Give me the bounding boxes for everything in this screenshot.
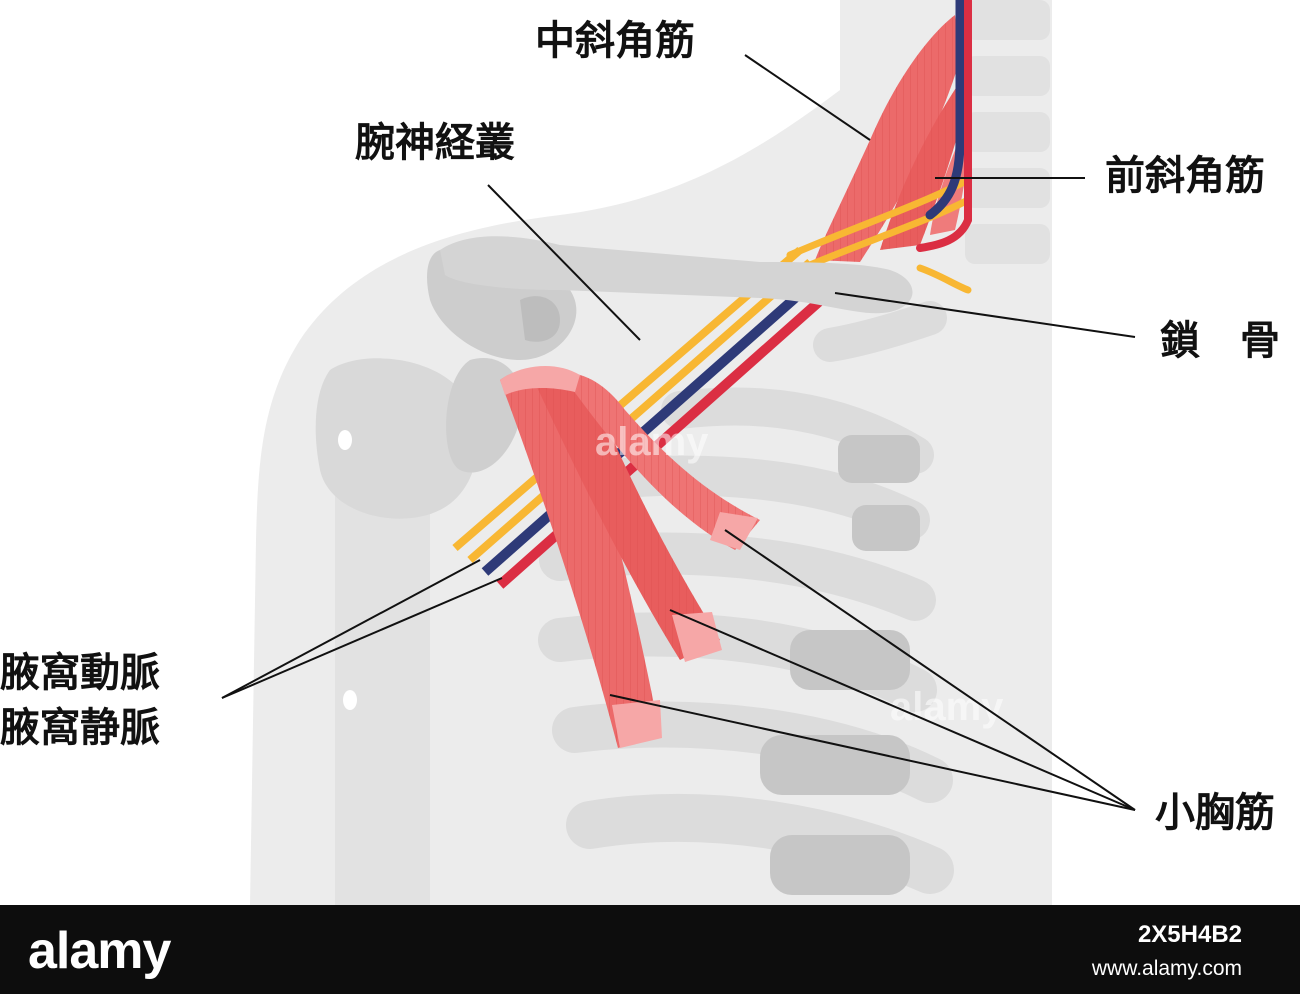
label-axillary-artery: 腋窩動脈 [0,650,160,696]
label-axillary-vein: 腋窩静脈 [0,705,160,751]
label-clavicle: 鎖 骨 [1160,318,1280,364]
footer-logo: alamy [28,921,170,981]
anatomy-illustration: alamy alamy [0,0,1300,905]
label-anterior-scalene: 前斜角筋 [1105,153,1265,199]
footer-bar: alamy 2X5H4B2 www.alamy.com [0,905,1300,994]
label-pectoralis-minor: 小胸筋 [1155,790,1275,836]
label-brachial-plexus: 腕神経叢 [355,120,515,166]
svg-text:alamy: alamy [595,420,709,464]
footer-url: www.alamy.com [1092,957,1242,981]
svg-text:alamy: alamy [890,685,1004,729]
label-middle-scalene: 中斜角筋 [535,18,695,64]
footer-image-id: 2X5H4B2 [1138,921,1242,949]
spine [965,0,1050,264]
